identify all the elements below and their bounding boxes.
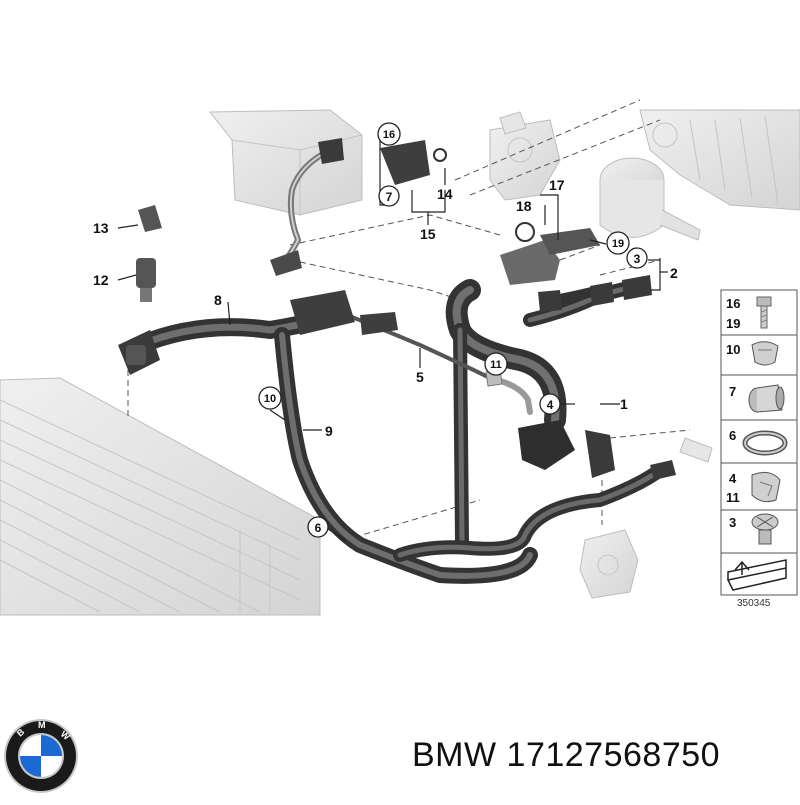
callout-13: 13	[93, 220, 109, 236]
legend-label-11: 11	[726, 490, 740, 505]
legend-label-3: 3	[729, 515, 736, 530]
callouts: 1 2 3 4 5 6 7 8 9 10 11 12 13 14	[93, 122, 678, 538]
svg-text:M: M	[38, 720, 46, 730]
legend-label-19: 19	[726, 316, 740, 331]
callout-4-circle: 4	[539, 393, 561, 415]
hose-9	[274, 327, 538, 584]
callout-14: 14	[437, 186, 453, 202]
bolt-icon	[756, 296, 772, 329]
legend-label-16: 16	[726, 296, 740, 311]
callout-19: 19	[612, 238, 624, 250]
hose-clip-icon	[751, 341, 779, 366]
svg-text:B: B	[15, 726, 27, 738]
callout-16: 16	[383, 129, 395, 141]
callout-15: 15	[420, 226, 436, 242]
callout-6: 6	[315, 521, 322, 535]
pump-bottom-ghost	[579, 529, 639, 599]
radiator-ghost	[0, 377, 321, 616]
bmw-logo: B M W	[4, 719, 78, 793]
legend-label-6: 6	[729, 428, 736, 443]
callout-7-circle: 7	[378, 185, 400, 207]
callout-8: 8	[214, 292, 222, 308]
callout-10: 10	[264, 393, 276, 405]
engine-ghost	[639, 109, 800, 211]
legend-label-7: 7	[729, 384, 736, 399]
callout-12: 12	[93, 272, 109, 288]
hose-bottom	[393, 463, 667, 562]
callout-10-circle: 10	[258, 386, 282, 410]
callout-18: 18	[516, 198, 532, 214]
quick-coupling-icon	[748, 384, 785, 413]
callout-6-circle: 6	[307, 516, 329, 538]
callout-7: 7	[386, 190, 393, 204]
hose-clamp-icon	[742, 430, 788, 456]
callout-5: 5	[416, 369, 424, 385]
shim-wedge-icon	[726, 559, 787, 591]
part-caption: BMW 17127568750	[412, 736, 720, 775]
legend-label-4: 4	[729, 471, 737, 486]
hose-1	[445, 279, 567, 547]
screw-plug-icon	[751, 513, 779, 545]
legend-label-10: 10	[726, 342, 740, 357]
callout-1: 1	[620, 396, 628, 412]
callout-4: 4	[547, 398, 554, 412]
part-number: 17127568750	[506, 736, 721, 774]
parts-legend: 16 19 10 7 6 4 11 3	[720, 289, 798, 596]
callout-19-circle: 19	[606, 231, 630, 255]
drawing-number: 350345	[737, 598, 771, 609]
callout-3-circle: 3	[626, 247, 648, 269]
connector-ghost	[679, 437, 713, 463]
callout-9: 9	[325, 423, 333, 439]
expansion-tank-ghost	[208, 109, 363, 216]
callout-3: 3	[634, 252, 641, 266]
thermostat-housing-ghost	[599, 157, 701, 241]
callout-16-circle: 16	[377, 122, 401, 146]
callout-11: 11	[490, 359, 502, 371]
brand-name: BMW	[412, 736, 497, 774]
callout-17: 17	[549, 177, 565, 193]
fittings	[118, 138, 676, 480]
callout-11-circle: 11	[484, 352, 508, 376]
callout-2: 2	[670, 265, 678, 281]
clip-icon	[751, 471, 781, 503]
